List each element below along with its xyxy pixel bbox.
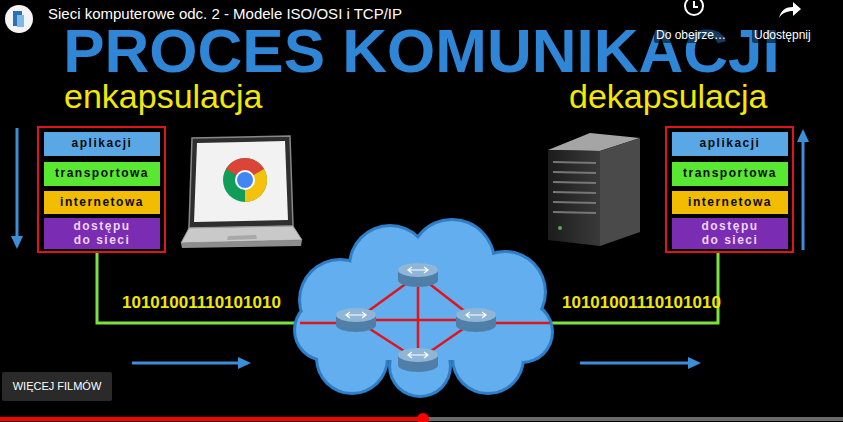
more-videos-button: WIĘCEJ FILMÓW xyxy=(2,372,112,401)
layer-box: aplikacji xyxy=(44,132,160,156)
layer-stack: aplikacji transportowa internetowa dostępu … xyxy=(37,126,166,253)
server-icon xyxy=(548,133,640,246)
router-link xyxy=(300,275,550,360)
video-overlay xyxy=(0,417,423,421)
layer-box: internetowa xyxy=(44,191,160,214)
direction-arrow xyxy=(238,357,251,369)
laptop-icon xyxy=(181,226,302,243)
video-overlay xyxy=(5,5,33,33)
server-icon xyxy=(553,162,596,163)
layer-box: transportowa xyxy=(672,162,788,186)
router-symbol xyxy=(466,312,486,318)
server-icon xyxy=(600,138,640,246)
video-overlay xyxy=(685,0,703,15)
router-symbol xyxy=(408,352,428,358)
router-symbol xyxy=(398,348,438,372)
stack-heading: enkapsulacja xyxy=(64,76,262,117)
direction-arrow xyxy=(580,362,690,365)
server-icon xyxy=(553,202,596,203)
laptop-icon xyxy=(235,170,255,190)
router-symbol xyxy=(398,263,438,277)
layer-name: transportowa xyxy=(55,167,149,180)
layer-box: dostępu do sieci xyxy=(44,218,160,249)
network-cloud xyxy=(293,218,554,398)
layer-name: dostępu do sieci xyxy=(63,220,141,246)
watch-later-label: Do obejrze… xyxy=(654,28,728,43)
router-symbol xyxy=(408,267,428,273)
direction-arrow xyxy=(11,236,23,249)
stack-heading: dekapsulacja xyxy=(569,76,767,117)
router-symbol xyxy=(398,263,438,287)
direction-arrow xyxy=(132,362,240,365)
video-overlay xyxy=(417,413,429,422)
network-cloud xyxy=(296,221,551,395)
direction-arrow xyxy=(797,129,809,142)
share-label: Udostępnij xyxy=(752,28,813,43)
laptop-icon xyxy=(189,136,293,228)
video-overlay xyxy=(779,2,801,18)
router-symbol xyxy=(398,348,438,362)
laptop-icon xyxy=(227,235,257,240)
layer-name: internetowa xyxy=(688,196,772,209)
network-wire xyxy=(97,253,302,323)
network-cloud xyxy=(293,218,554,398)
laptop-icon xyxy=(194,141,288,222)
bit-stream: 10101001110101010 xyxy=(562,292,721,313)
layer-name: dostępu do sieci xyxy=(691,220,769,246)
laptop-icon xyxy=(223,158,267,202)
server-icon xyxy=(553,192,596,193)
network-wire xyxy=(548,253,718,323)
video-overlay xyxy=(17,15,24,27)
video-overlay xyxy=(694,1,698,7)
direction-arrow xyxy=(11,128,809,369)
server-icon xyxy=(553,212,596,213)
laptop-icon xyxy=(237,172,253,188)
layer-box: transportowa xyxy=(44,162,160,186)
layer-box: internetowa xyxy=(672,191,788,214)
bit-stream: 10101001110101010 xyxy=(122,292,281,313)
direction-arrow xyxy=(802,140,805,250)
layer-box: aplikacji xyxy=(672,132,788,156)
layer-name: aplikacji xyxy=(700,137,761,150)
server-icon xyxy=(548,150,600,246)
router-symbol xyxy=(456,308,496,332)
layer-name: internetowa xyxy=(60,196,144,209)
direction-arrow xyxy=(16,128,19,238)
layer-name: aplikacji xyxy=(72,137,133,150)
router-symbol xyxy=(336,308,376,332)
layer-stack: aplikacji transportowa internetowa dostępu … xyxy=(665,126,794,253)
video-title: Sieci komputerowe odc. 2 - Modele ISO/OS… xyxy=(48,5,402,24)
server-icon xyxy=(553,172,596,173)
server-icon xyxy=(553,182,596,183)
laptop-icon xyxy=(181,136,302,248)
laptop-icon xyxy=(181,240,302,248)
layer-name: transportowa xyxy=(683,167,777,180)
direction-arrow xyxy=(688,357,701,369)
layer-box: dostępu do sieci xyxy=(672,218,788,249)
router-symbol xyxy=(336,308,376,322)
router-symbol xyxy=(456,308,496,322)
router-symbol xyxy=(346,312,366,318)
router-link xyxy=(417,275,420,360)
server-icon xyxy=(558,226,562,230)
